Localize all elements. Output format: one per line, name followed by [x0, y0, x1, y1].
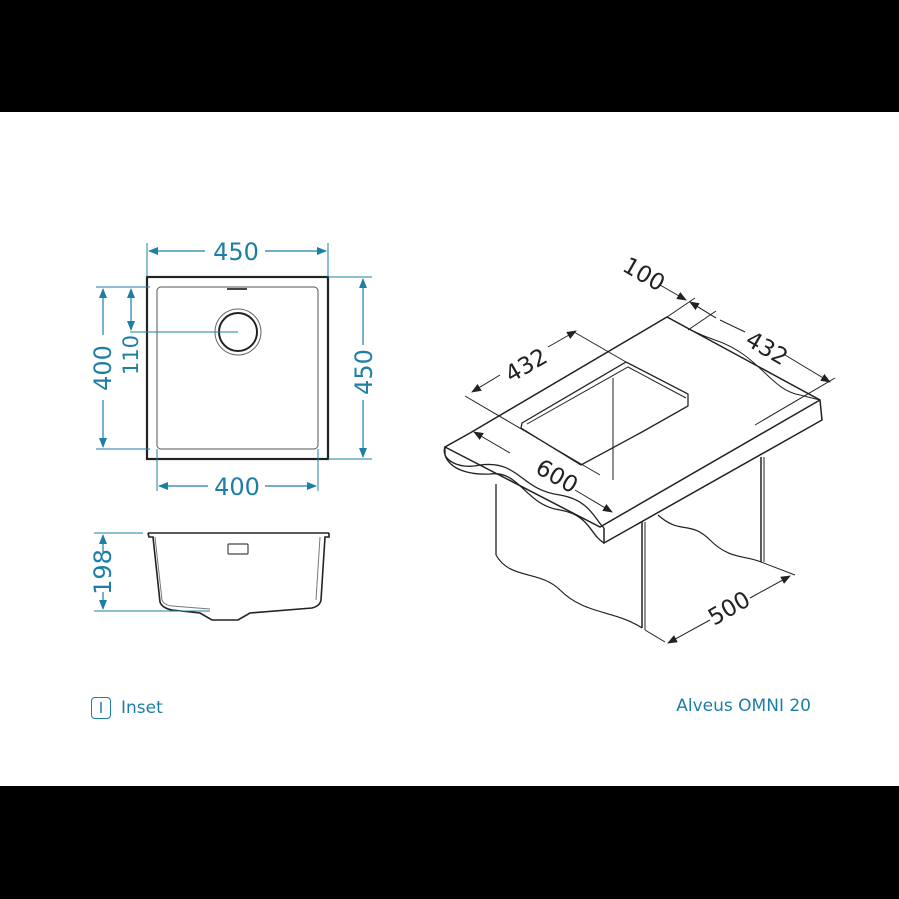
dim-back-offset: 100: [618, 253, 669, 297]
drawing-sheet: 450 400 450 400 110 198: [0, 112, 899, 786]
technical-drawing: 450 400 450 400 110 198: [89, 238, 836, 644]
inset-badge-icon: I: [91, 697, 111, 719]
dim-outer-depth: 450: [350, 349, 378, 395]
mounting-type: I Inset: [91, 697, 163, 719]
side-view: 198: [89, 532, 330, 621]
install-view: [443, 316, 823, 630]
dim-inner-depth: 400: [89, 345, 117, 391]
dim-outer-width: 450: [213, 238, 259, 266]
dim-cabinet-width: 500: [704, 587, 755, 631]
dim-cutout-width: 432: [501, 344, 552, 388]
dim-height: 198: [89, 549, 117, 595]
mounting-label: Inset: [121, 698, 163, 718]
top-view: 450 400 450 400 110: [89, 238, 378, 501]
product-title: Alveus OMNI 20: [676, 696, 811, 716]
dim-drain-offset: 110: [119, 335, 143, 375]
install-dimensions: [464, 284, 836, 644]
dim-cutout-depth: 432: [741, 327, 792, 371]
dim-inner-width: 400: [214, 473, 260, 501]
